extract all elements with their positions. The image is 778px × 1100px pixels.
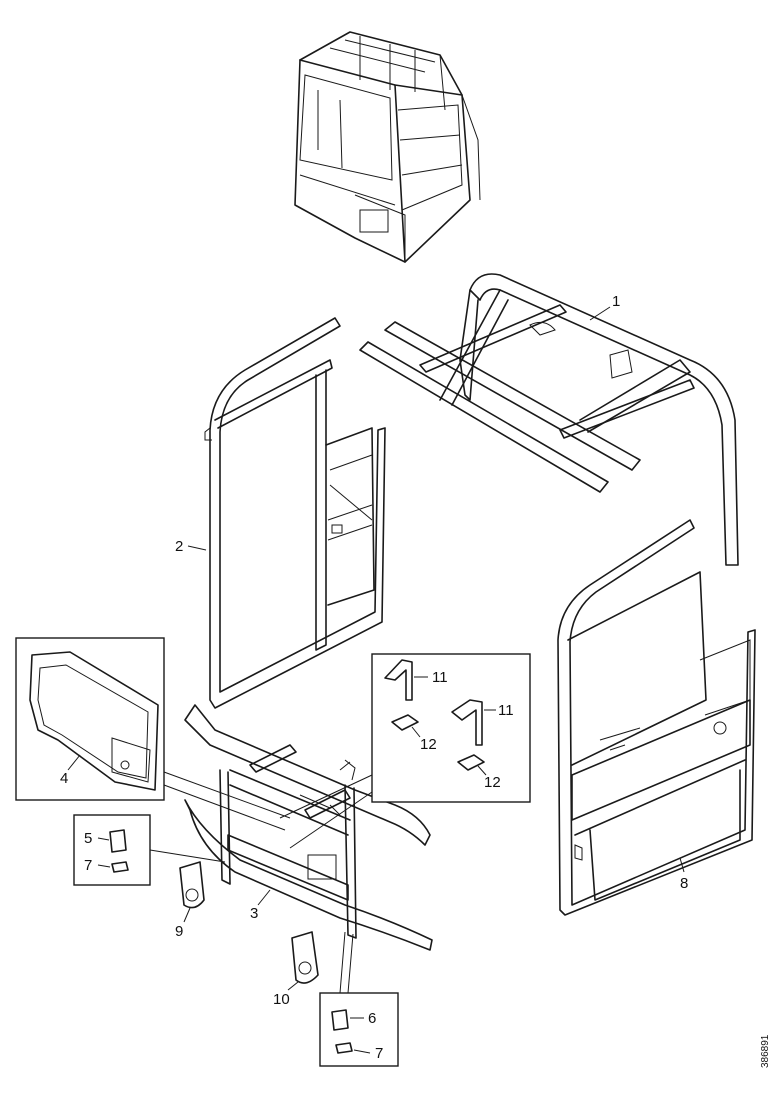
svg-text:5: 5 [84, 830, 92, 847]
inset-brackets [279, 653, 531, 849]
assembled-cab-illustration [294, 31, 481, 263]
callout-8: 8 [679, 857, 688, 892]
part-base-frame [184, 704, 433, 951]
svg-text:9: 9 [175, 923, 183, 940]
callout-3: 3 [250, 889, 271, 922]
svg-text:6: 6 [368, 1010, 376, 1027]
svg-text:7: 7 [375, 1045, 383, 1062]
part-mount-brackets [179, 861, 319, 984]
callout-4: 4 [60, 754, 81, 787]
callout-11-lower: 11 [484, 702, 514, 719]
svg-text:12: 12 [420, 736, 437, 753]
callout-7-upper: 7 [84, 857, 111, 874]
inset-parts-5-7 [73, 814, 226, 886]
callout-2: 2 [175, 538, 207, 555]
callout-11-upper: 11 [414, 669, 448, 686]
svg-text:10: 10 [273, 991, 290, 1008]
callout-6: 6 [350, 1010, 376, 1027]
part-roof-frame [359, 273, 739, 566]
document-id: 386891 [760, 1034, 771, 1068]
svg-text:12: 12 [484, 774, 501, 791]
part-left-side-frame [204, 317, 386, 709]
inset-rear-panel [15, 637, 291, 831]
svg-text:11: 11 [432, 669, 448, 686]
svg-text:3: 3 [250, 905, 258, 922]
svg-text:11: 11 [498, 702, 514, 719]
svg-text:2: 2 [175, 538, 183, 555]
callout-10: 10 [273, 981, 299, 1008]
svg-text:8: 8 [680, 875, 688, 892]
part-right-door-frame [557, 519, 756, 916]
callout-1: 1 [589, 293, 620, 321]
callout-9: 9 [175, 907, 191, 940]
callout-7-lower: 7 [353, 1045, 383, 1062]
callout-12-upper: 12 [411, 726, 437, 753]
svg-text:4: 4 [60, 770, 68, 787]
inset-parts-6-7 [319, 931, 399, 1067]
svg-text:7: 7 [84, 857, 92, 874]
callout-12-lower: 12 [477, 765, 501, 791]
callout-5: 5 [84, 830, 110, 847]
svg-text:1: 1 [612, 293, 620, 310]
